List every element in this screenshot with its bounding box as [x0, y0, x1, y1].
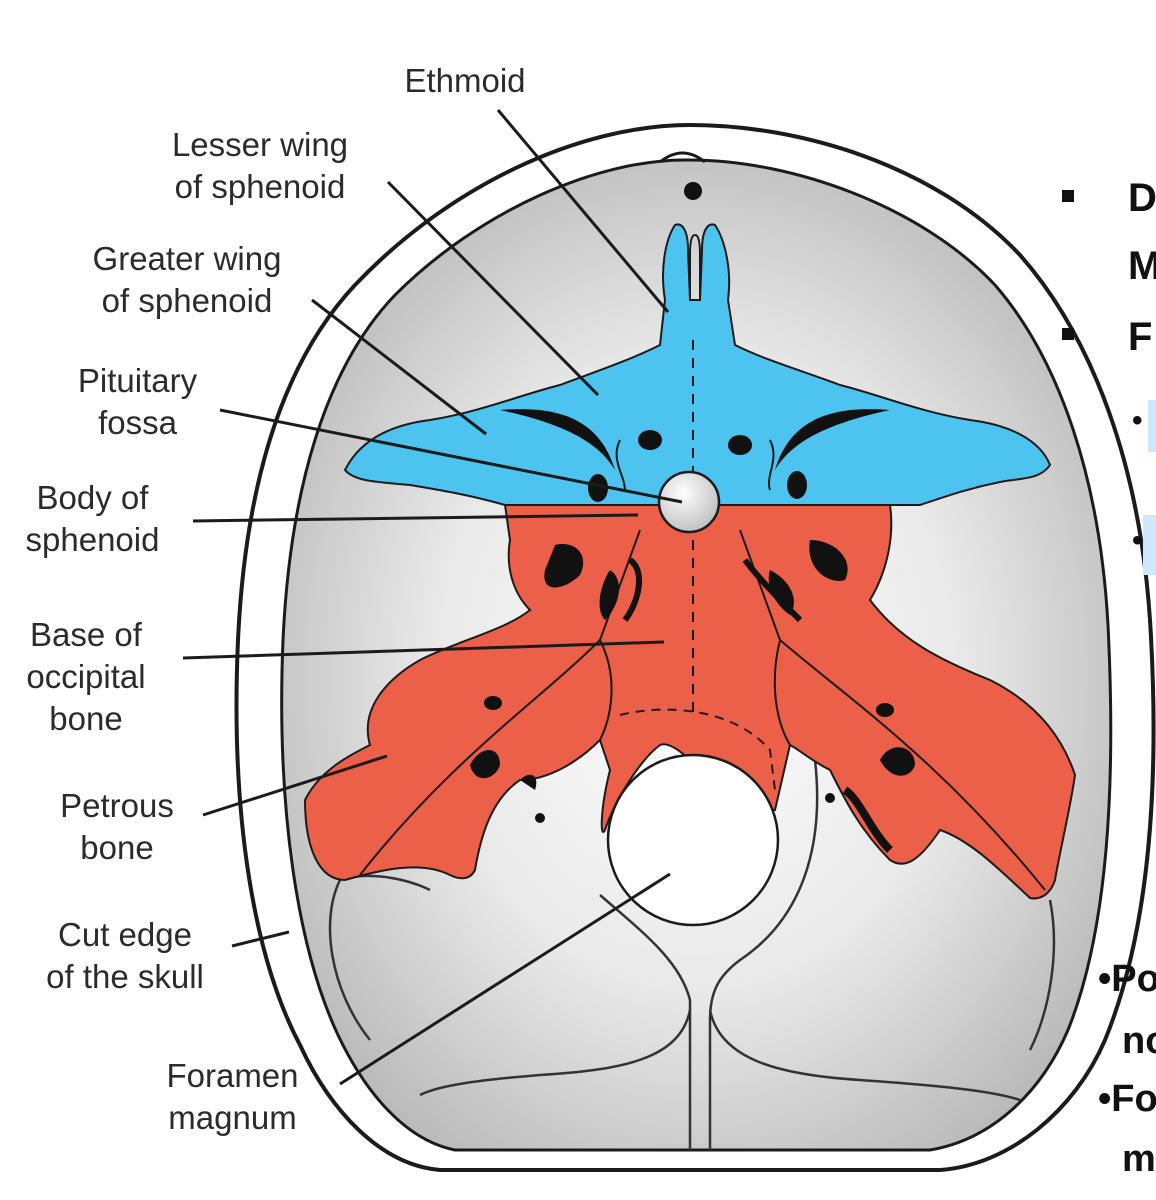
foramen-rotundum-right — [787, 471, 807, 499]
foramen-magnum-shape — [606, 753, 780, 927]
leader-greater-wing — [311, 298, 487, 436]
bullet-square-1 — [1062, 190, 1074, 202]
carotid-right — [742, 558, 803, 623]
superior-orbital-fissure-right — [775, 409, 890, 470]
hypoglossal-left — [520, 774, 537, 790]
label-cut-edge: Cut edge of the skull — [46, 916, 204, 995]
leader-lines — [182, 109, 683, 1086]
side-text-5: • — [1132, 524, 1143, 557]
petrous-ridge-left — [359, 639, 601, 876]
highlight-box-1 — [1148, 400, 1156, 452]
leader-petrous — [202, 754, 388, 817]
label-body-sphenoid: Body of sphenoid — [25, 479, 160, 558]
occipital-crests — [328, 759, 1056, 1150]
jugular-right — [880, 747, 915, 776]
side-text-8: •Fo — [1098, 1078, 1156, 1120]
side-text-7: no — [1122, 1020, 1156, 1062]
optic-canal-right — [728, 435, 752, 455]
side-text-6: •Po — [1098, 958, 1156, 1000]
leader-base-occipital — [182, 640, 665, 660]
leader-ethmoid — [496, 109, 670, 313]
side-text-9: m — [1122, 1138, 1156, 1180]
carotid-left — [622, 557, 643, 622]
leader-cut-edge — [231, 930, 290, 948]
foramen-rotundum-left — [588, 474, 608, 502]
hypoglossal-right — [842, 786, 893, 853]
label-pituitary: Pituitary fossa — [77, 362, 198, 441]
sutural-dash — [619, 708, 776, 791]
sphenoid-bone — [343, 223, 1052, 506]
label-ethmoid: Ethmoid — [404, 62, 526, 99]
foramen-ovale-left — [599, 570, 620, 620]
clinoid-right — [767, 439, 775, 491]
label-greater-wing: Greater wing of sphenoid — [92, 240, 282, 319]
bullet-square-2 — [1062, 328, 1074, 340]
label-foramen: Foramen magnum — [166, 1057, 299, 1136]
foramen-lacerum-right — [809, 540, 848, 581]
sphenoid-shape — [343, 223, 1052, 506]
label-petrous: Petrous bone — [60, 787, 174, 866]
foramen-lacerum-left — [544, 544, 584, 588]
label-base-occipital: Base of occipital bone — [26, 616, 146, 737]
clinoid-left — [615, 439, 626, 491]
side-text-4: • — [1132, 404, 1143, 437]
leader-body-sphenoid — [192, 513, 639, 523]
side-text-1: D — [1128, 176, 1156, 220]
jugular-left — [470, 750, 500, 779]
highlight-box-2 — [1143, 515, 1156, 575]
small-foramen-right — [825, 793, 835, 803]
foramen-caecum — [684, 182, 702, 200]
meatus-right — [876, 703, 894, 717]
cribriform-gap — [689, 233, 701, 300]
leader-foramen — [339, 872, 671, 1086]
meatus-left — [484, 696, 502, 710]
leader-pituitary — [219, 408, 683, 504]
frontal-notch — [659, 151, 706, 164]
leader-lesser-wing — [386, 180, 600, 397]
occipital-and-petrous — [303, 504, 1077, 900]
label-lesser-wing: Lesser wing of sphenoid — [171, 126, 349, 205]
clivus-edge-right — [739, 529, 791, 746]
side-text-2: M — [1128, 244, 1156, 288]
petrous-ridge-right — [779, 639, 1046, 891]
side-text-3: F — [1128, 315, 1153, 359]
occipital-shape — [303, 504, 1077, 900]
superior-orbital-fissure-left — [500, 409, 615, 470]
pituitary-fossa-shape — [657, 470, 721, 534]
optic-canal-left — [638, 430, 662, 450]
small-foramen-left — [535, 813, 545, 823]
